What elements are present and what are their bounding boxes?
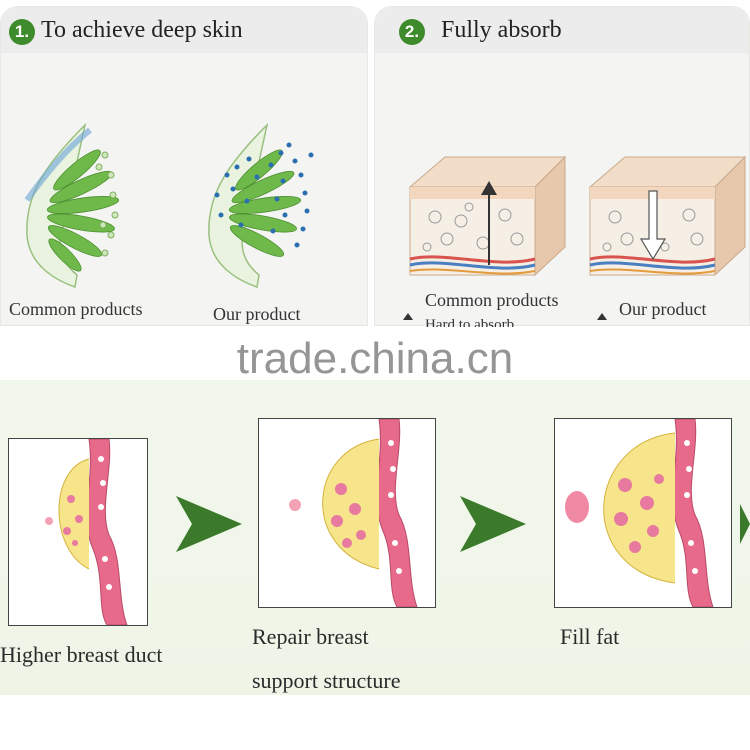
- breast-cross-section-2: [289, 419, 418, 607]
- panel-fully-absorb: 2. Fully absorb: [374, 6, 750, 327]
- stage-label-line2: support structure: [252, 668, 401, 693]
- our-product-illustration: [208, 122, 314, 289]
- arrow-right-icon: [176, 496, 242, 552]
- our-product-caption: Our product: [213, 304, 301, 324]
- step-number-badge: 2.: [399, 19, 425, 45]
- stage-image-frame: [258, 418, 436, 608]
- bullet-triangle-icon: [403, 313, 413, 320]
- panel-header: [1, 7, 367, 53]
- stage-image-frame: [8, 438, 148, 626]
- our-product-caption: Our product: [619, 299, 707, 319]
- panel-deep-skin: 1. To achieve deep skin: [0, 6, 368, 326]
- common-products-caption: Common products: [425, 290, 559, 310]
- breast-cross-section-3: [565, 419, 714, 607]
- arrow-right-icon: [740, 504, 750, 544]
- stage-label: Fill fat: [560, 624, 620, 649]
- stage-label: Higher breast duct: [0, 642, 163, 667]
- step-title: To achieve deep skin: [41, 17, 243, 43]
- common-products-caption: Common products: [9, 299, 143, 319]
- stage-label: Repair breast: [252, 624, 369, 649]
- step-number-badge: 1.: [9, 19, 35, 45]
- panel-header: [375, 7, 749, 53]
- arrow-right-icon: [460, 496, 526, 552]
- arrow-down-icon: [639, 190, 667, 261]
- breast-cross-section-1: [45, 439, 128, 625]
- stage-image-frame: [554, 418, 732, 608]
- watermark: trade.china.cn: [236, 334, 514, 383]
- skin-block-common: [408, 155, 567, 277]
- bullet-triangle-icon: [597, 313, 607, 320]
- arrow-up-icon: [481, 181, 497, 265]
- skin-block-our-product: [588, 155, 747, 277]
- common-product-illustration: [24, 122, 120, 289]
- step-title: Fully absorb: [441, 17, 562, 43]
- stages-strip: Higher breast duct Repair breast support…: [0, 380, 750, 695]
- hard-to-absorb-caption: Hard to absorb: [425, 317, 515, 327]
